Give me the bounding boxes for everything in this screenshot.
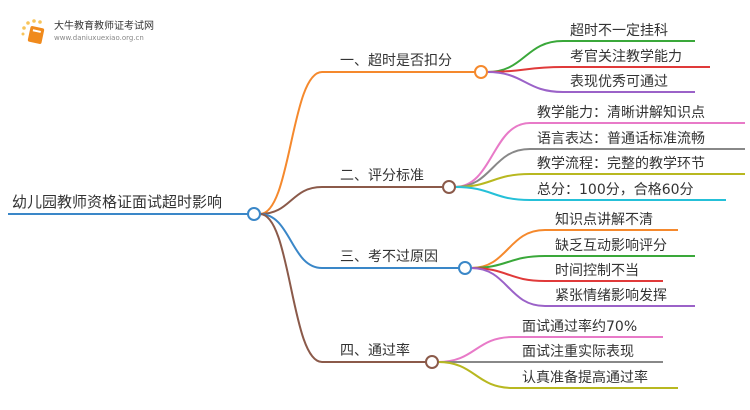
leaf-label[interactable]: 面试注重实际表现 [522,344,634,360]
branch-label[interactable]: 四、通过率 [340,342,410,359]
leaf-connector [486,40,695,73]
root-collapse-toggle[interactable] [247,207,261,221]
leaf-label[interactable]: 缺乏互动影响评分 [555,238,667,254]
leaf-connector [454,173,745,188]
branch-connector [259,71,475,215]
leaf-connector [454,186,726,201]
leaf-label[interactable]: 考官关注教学能力 [570,49,682,65]
leaf-label[interactable]: 表现优秀可通过 [570,74,668,90]
branch-collapse-toggle[interactable] [442,180,456,194]
root-label[interactable]: 幼儿园教师资格证面试超时影响 [12,193,222,211]
branch-label[interactable]: 三、考不过原因 [340,249,438,265]
site-logo[interactable]: 大牛教育教师证考试网 www.daniuxuexiao.org.cn [20,18,154,46]
branch-connector [259,213,426,363]
leaf-connector [454,148,745,188]
branch-connector [259,213,459,269]
leaf-label[interactable]: 紧张情绪影响发挥 [555,288,667,304]
leaf-connector [437,336,663,363]
branch-label[interactable]: 二、评分标准 [340,168,424,184]
leaf-connector [470,229,678,269]
leaf-label[interactable]: 语言表达：普通话标准流畅 [537,131,705,147]
leaf-label[interactable]: 教学能力：清晰讲解知识点 [537,104,705,121]
leaf-label[interactable]: 面试通过率约70% [522,318,637,335]
branch-collapse-toggle[interactable] [474,65,488,79]
leaf-label[interactable]: 超时不一定挂科 [570,23,668,39]
branch-label[interactable]: 一、超时是否扣分 [340,53,452,69]
leaf-label[interactable]: 总分：100分，合格60分 [537,182,694,198]
branch-collapse-toggle[interactable] [458,261,472,275]
leaf-label[interactable]: 认真准备提高通过率 [522,369,648,386]
leaf-connector [470,267,695,307]
leaf-connector [486,66,710,73]
logo-url: www.daniuxuexiao.org.cn [54,34,144,42]
leaf-connector [454,122,745,188]
leaf-connector [486,71,695,93]
logo-title: 大牛教育教师证考试网 [54,21,154,32]
leaf-label[interactable]: 知识点讲解不清 [555,211,653,228]
branch-connector [259,186,443,215]
leaf-connector [437,361,678,389]
leaf-label[interactable]: 时间控制不当 [555,263,639,279]
branch-collapse-toggle[interactable] [425,355,439,369]
book-logo-icon [21,19,45,44]
leaf-label[interactable]: 教学流程：完整的教学环节 [537,156,705,172]
